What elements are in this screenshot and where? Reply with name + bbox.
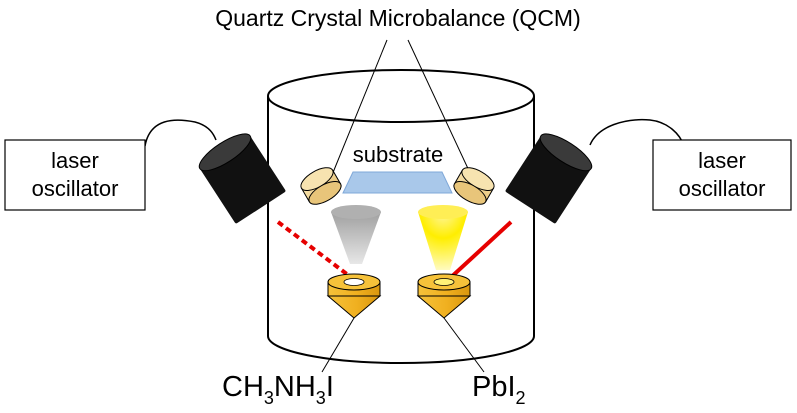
right-oscillator-line2: oscillator — [679, 176, 766, 201]
left-laser-beam — [276, 220, 354, 280]
right-laser-head — [505, 133, 593, 224]
yellow-plume-top — [418, 205, 468, 219]
right-target-crucible — [416, 273, 472, 319]
substrate-label: substrate — [353, 142, 444, 167]
vacuum-chamber — [267, 69, 535, 364]
substrate-plate — [342, 171, 453, 194]
laser-cables — [144, 118, 685, 147]
right-qcm-sensor — [453, 167, 495, 205]
source-leader-lines — [321, 317, 485, 373]
right-laser-beam — [446, 220, 513, 282]
left-oscillator-line1: laser — [51, 148, 99, 173]
yellow-plume — [418, 212, 468, 270]
left-oscillator-line2: oscillator — [32, 176, 119, 201]
gray-plume-top — [331, 205, 381, 219]
right-laser-oscillator-box: laser oscillator — [652, 139, 792, 211]
gray-plume — [331, 212, 381, 264]
right-source-label: PbI2 — [472, 371, 526, 408]
left-laser-oscillator-box: laser oscillator — [4, 139, 146, 211]
qcm-leader-lines — [331, 39, 472, 176]
right-oscillator-line1: laser — [698, 148, 746, 173]
qcm-title: Quartz Crystal Microbalance (QCM) — [215, 5, 581, 31]
left-target-crucible — [326, 273, 382, 319]
left-laser-head — [198, 133, 286, 224]
left-qcm-sensor — [300, 167, 342, 205]
left-source-label: CH3NH3I — [222, 371, 334, 408]
